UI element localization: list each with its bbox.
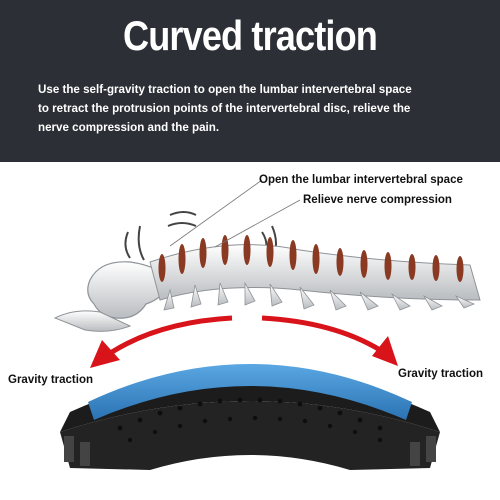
gravity-arrows [110,315,382,355]
description-line: Use the self-gravity traction to open th… [38,83,412,96]
callout-open-lumbar: Open the lumbar intervertebral space [259,174,463,186]
pelvis-bone [53,261,171,332]
description: Use the self-gravity traction to open th… [38,80,498,137]
back-stretcher-device [60,364,440,470]
description-line: to retract the protrusion points of the … [38,102,411,115]
gravity-traction-left-label: Gravity traction [8,374,93,386]
vibration-icon [124,211,277,261]
spine-illustration [53,179,481,470]
spine-vertebrae [149,235,481,311]
callout-relieve-nerve: Relieve nerve compression [303,194,452,206]
arrow-right-head [372,336,398,366]
page-title: Curved traction [122,12,378,59]
header-panel: Curved traction Use the self-gravity tra… [0,0,500,162]
callout-leader-lines [169,179,301,248]
gravity-traction-right-label: Gravity traction [398,368,483,380]
arrow-left-head [90,340,120,368]
description-line: nerve compression and the pain. [38,121,220,134]
